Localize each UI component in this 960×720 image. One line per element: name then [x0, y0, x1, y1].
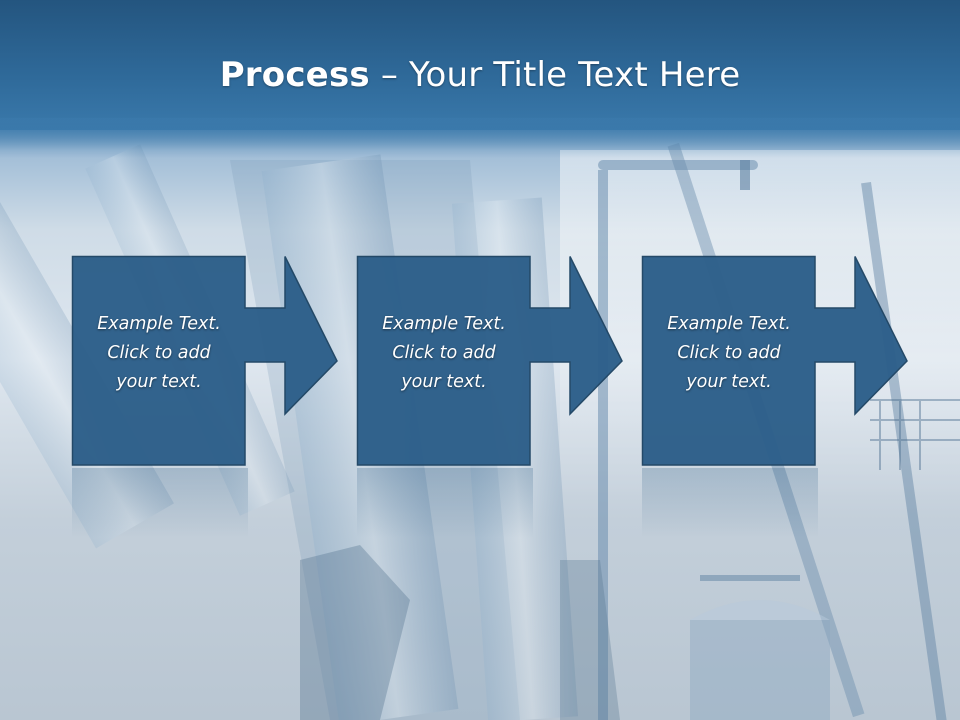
slide-title[interactable]: Process – Your Title Text Here — [0, 52, 960, 98]
slide-title-bold: Process — [219, 55, 370, 95]
step-text[interactable]: Example Text. Click to add your text. — [74, 310, 244, 397]
process-step-1[interactable]: Example Text. Click to add your text. — [71, 255, 342, 468]
process-step-2[interactable]: Example Text. Click to add your text. — [356, 255, 627, 468]
slide-title-rest: – Your Title Text Here — [369, 55, 741, 95]
step-text-line: your text. — [401, 372, 487, 392]
step-text-line: Example Text. — [97, 314, 221, 334]
step-text-line: Click to add — [677, 343, 781, 363]
arrow-right-icon — [356, 255, 623, 466]
step-text-line: Example Text. — [382, 314, 506, 334]
title-bar-fade — [0, 118, 960, 158]
step-text-line: Click to add — [107, 343, 211, 363]
step-text-line: your text. — [686, 372, 772, 392]
step-reflection — [72, 468, 248, 538]
step-text[interactable]: Example Text. Click to add your text. — [644, 310, 814, 397]
title-bar — [0, 0, 960, 130]
step-reflection — [357, 468, 533, 538]
process-step-3[interactable]: Example Text. Click to add your text. — [641, 255, 912, 468]
arrow-right-icon — [71, 255, 338, 466]
arrow-right-icon — [641, 255, 908, 466]
step-text-line: Click to add — [392, 343, 496, 363]
step-text-line: Example Text. — [667, 314, 791, 334]
step-text-line: your text. — [116, 372, 202, 392]
step-reflection — [642, 468, 818, 538]
step-text[interactable]: Example Text. Click to add your text. — [359, 310, 529, 397]
